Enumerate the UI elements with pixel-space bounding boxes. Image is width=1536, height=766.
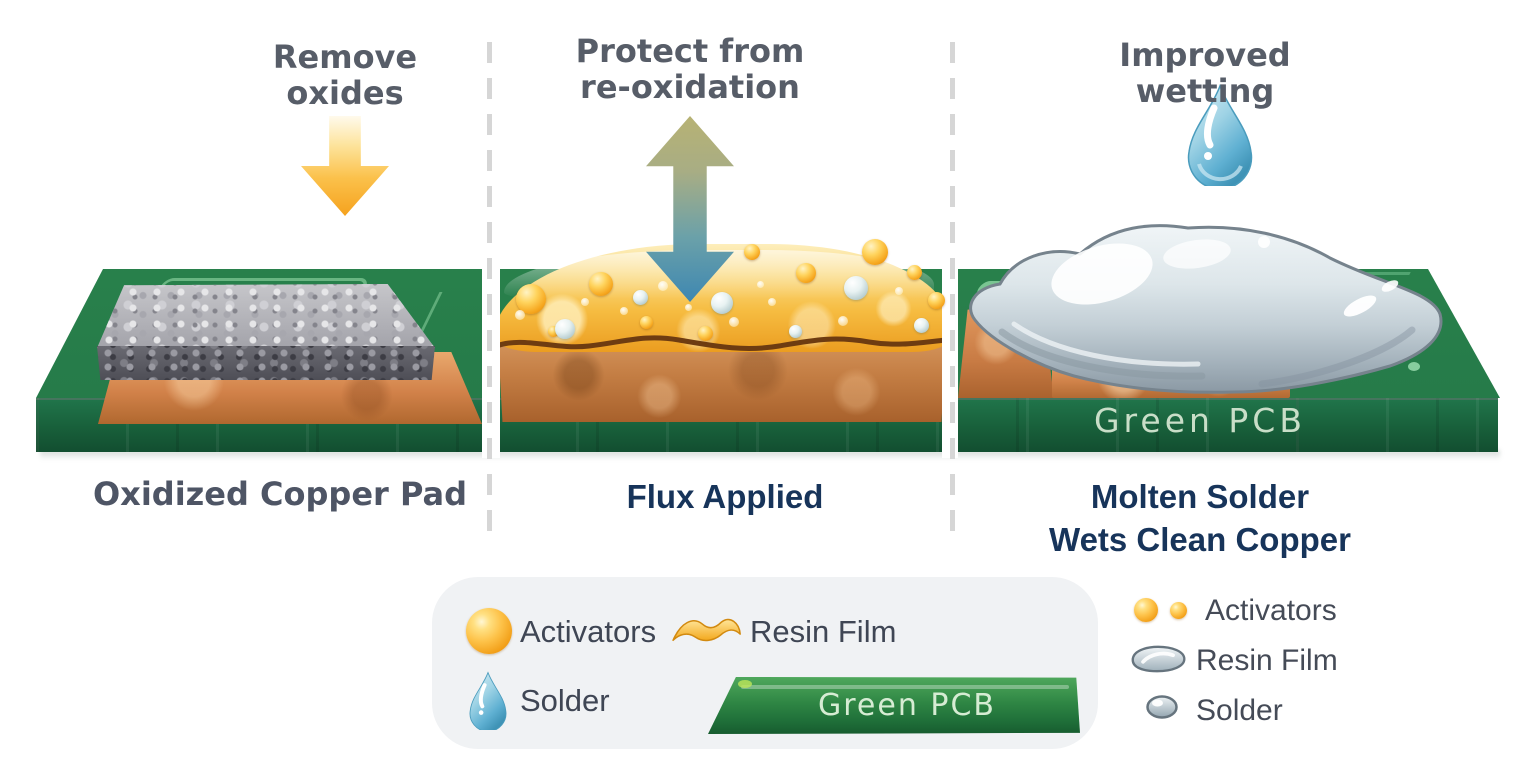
flux-interface-wave xyxy=(494,335,948,351)
annotation-improved-wetting: Improved wetting xyxy=(1119,36,1291,110)
flux-bubble xyxy=(756,280,764,288)
flux-bubble xyxy=(581,298,589,306)
flux-bubble xyxy=(620,307,628,315)
legend-label-activators: Activators xyxy=(520,614,657,649)
resin-wave-icon xyxy=(672,618,741,642)
activator-sphere-icon xyxy=(466,608,512,654)
caption-molten-solder: Molten Solder Wets Clean Copper xyxy=(1049,478,1351,558)
side-legend-label-resin-film: Resin Film xyxy=(1196,644,1338,677)
flux-bubble xyxy=(895,287,903,295)
flux-bubble xyxy=(796,263,816,283)
activator-dots-icon xyxy=(1134,598,1158,622)
flux-bubble xyxy=(768,298,776,306)
panel-divider-1 xyxy=(487,42,492,536)
flux-bubble xyxy=(555,319,575,339)
caption-flux-applied: Flux Applied xyxy=(626,478,824,515)
flux-bubble xyxy=(906,264,922,280)
flux-bubble xyxy=(515,310,525,320)
oxide-layer-top xyxy=(97,284,435,348)
flux-bubble xyxy=(516,284,546,314)
wetting-droplet-icon xyxy=(1187,83,1253,186)
flux-bubble xyxy=(913,317,929,333)
flux-bubble xyxy=(632,289,648,305)
flux-bubble xyxy=(684,303,692,311)
flux-bubble xyxy=(744,244,760,260)
caption-oxidized-copper-pad: Oxidized Copper Pad xyxy=(92,475,468,513)
side-legend-label-solder: Solder xyxy=(1196,694,1283,727)
flux-bubble xyxy=(711,292,733,314)
flux-bubble xyxy=(697,325,713,341)
solder-blob-icon xyxy=(1146,695,1178,719)
flux-bubble xyxy=(639,315,653,329)
flux-bubble xyxy=(589,272,613,296)
flux-bubble xyxy=(862,239,888,265)
board-shadow xyxy=(40,450,1500,460)
flux-bubble xyxy=(658,281,668,291)
flux-bubble xyxy=(927,291,945,309)
flux-bubble xyxy=(729,317,739,327)
flux-bubble xyxy=(788,324,802,338)
legend-label-green-pcb: Green PCB xyxy=(817,687,996,723)
annotation-remove-oxides: Remove oxides xyxy=(272,38,418,112)
legend-box: Activators Resin Film Solder Green P xyxy=(432,577,1098,749)
flux-bubble xyxy=(547,325,559,337)
solder-droplet-icon xyxy=(469,671,507,730)
flux-bubble xyxy=(838,316,848,326)
flux-bubble xyxy=(844,276,868,300)
molten-solder-icon xyxy=(969,224,1443,394)
annotation-protect-reoxidation: Protect from re-oxidation xyxy=(575,32,805,106)
activator-dots-icon xyxy=(1170,602,1187,619)
legend-label-resin-film: Resin Film xyxy=(750,614,897,649)
panel-divider-2 xyxy=(950,42,955,536)
oxide-layer-front xyxy=(97,346,435,380)
legend-label-solder: Solder xyxy=(520,683,610,718)
remove-oxides-down-arrow-icon xyxy=(301,116,389,216)
green-pcb-bar: Green PCB xyxy=(708,677,1080,734)
side-legend-label-activators: Activators xyxy=(1205,594,1337,627)
resin-blob-icon xyxy=(1131,645,1186,673)
pcb-pad-dot xyxy=(1408,362,1420,371)
pcb-front-label: Green PCB xyxy=(1093,401,1306,440)
